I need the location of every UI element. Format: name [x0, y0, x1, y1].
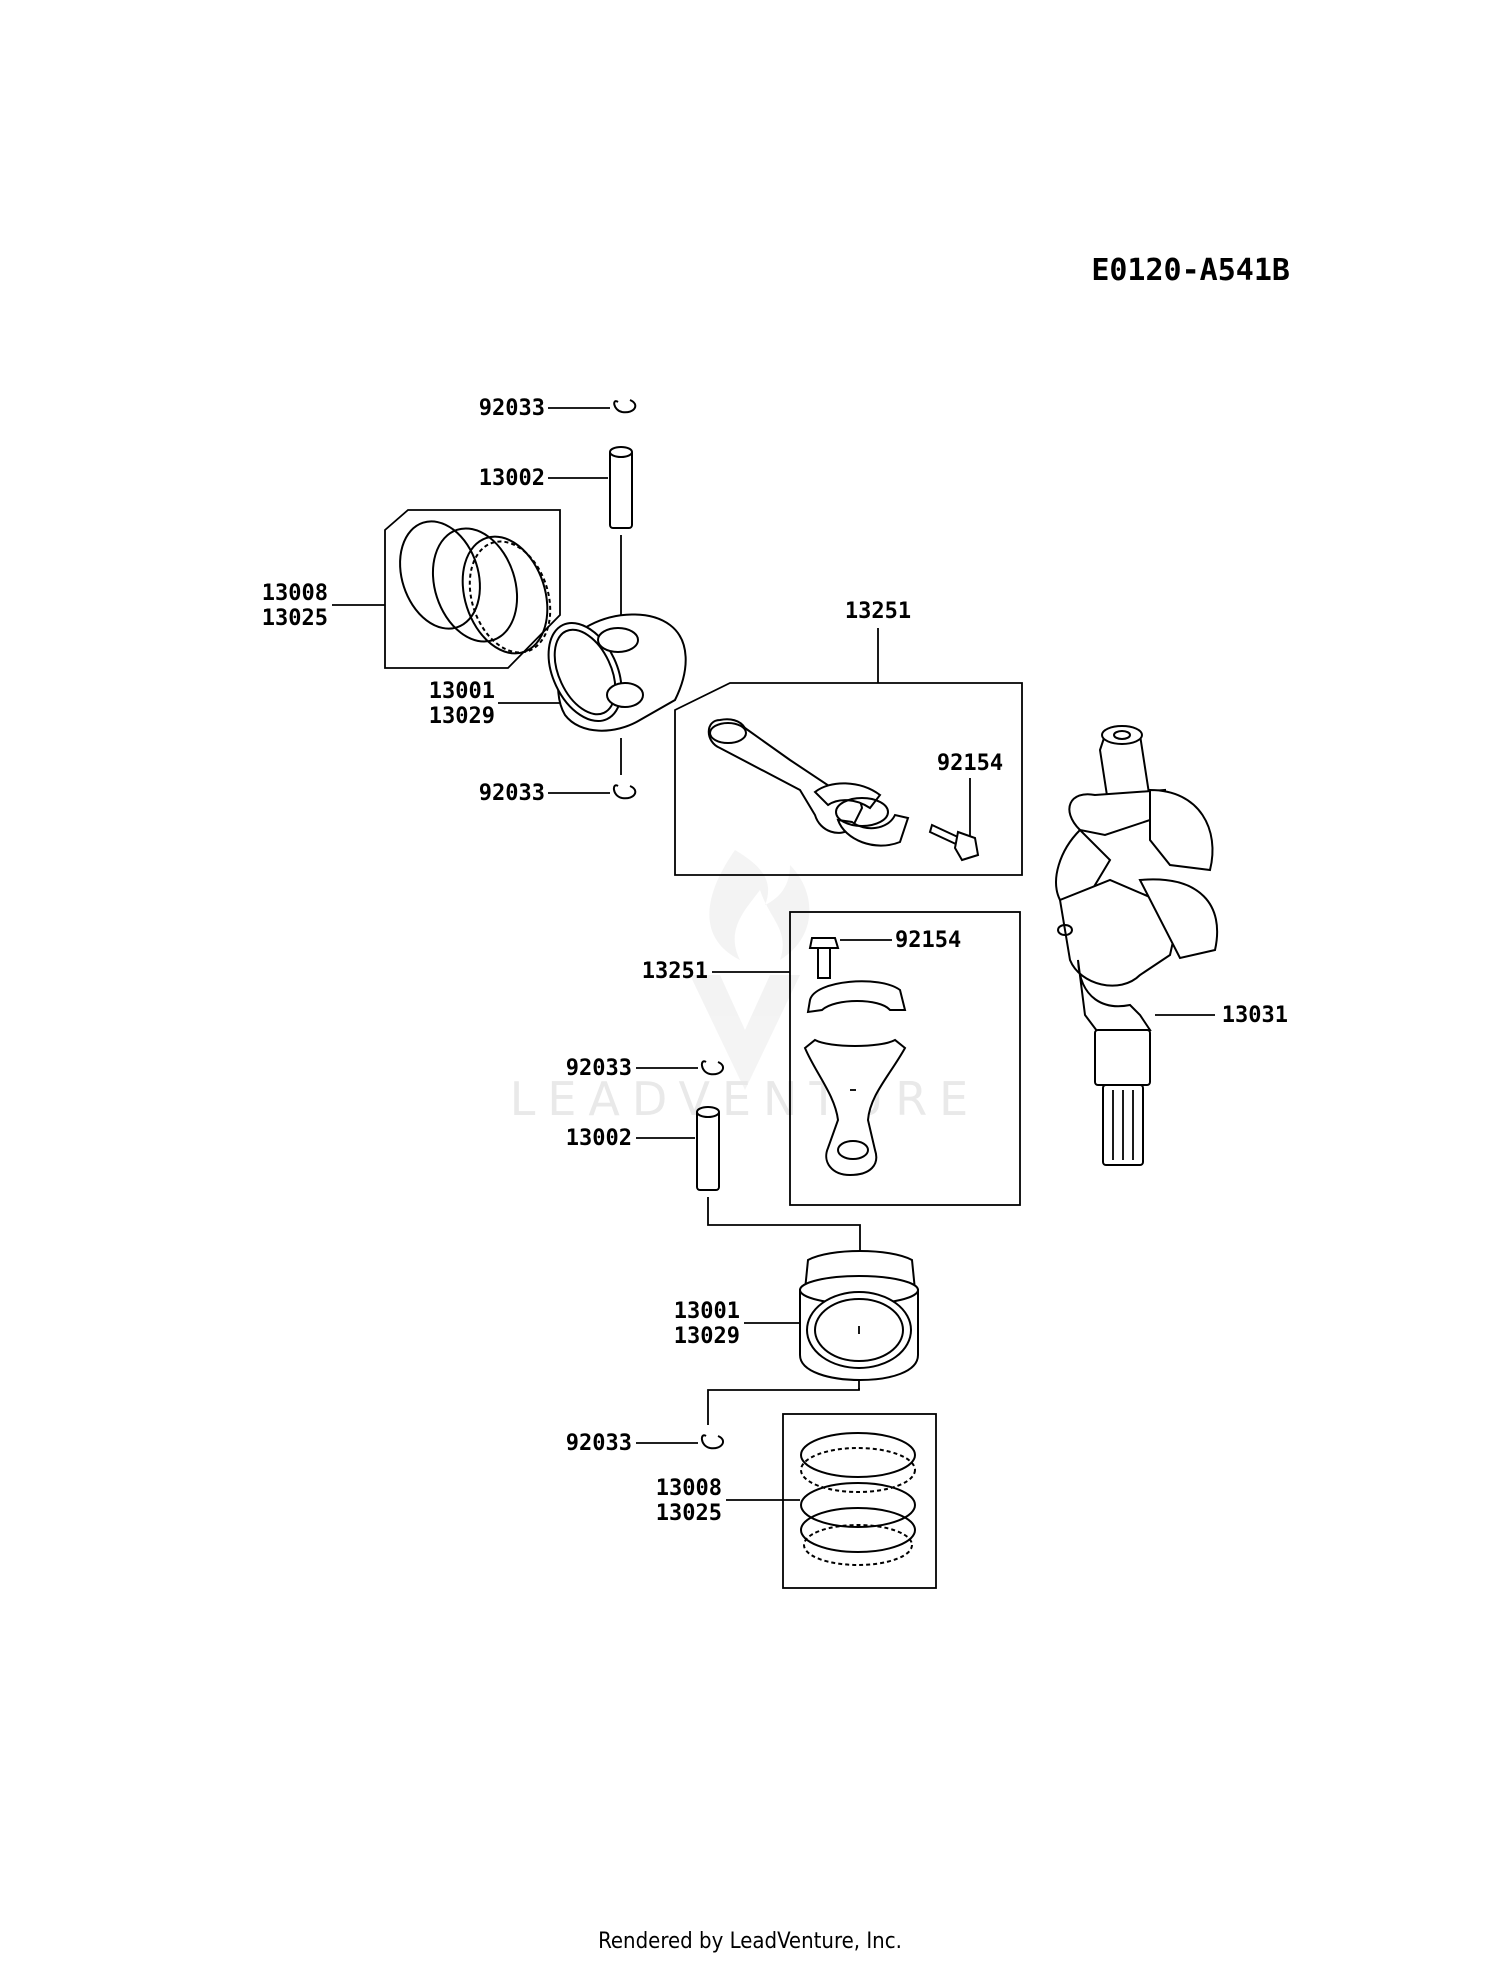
callout-label: 13029	[674, 1324, 740, 1349]
piston-rings-bottom[interactable]: 13008 13025	[656, 1413, 937, 1589]
circlip-top-upper[interactable]: 92033	[479, 396, 637, 421]
circlip-icon	[700, 1434, 725, 1450]
diagram-code: E0120-A541B	[1091, 253, 1290, 288]
callout-label: 92033	[566, 1431, 632, 1456]
piston-pin-bottom[interactable]: 13002	[566, 1106, 861, 1255]
watermark-text: LEADVENTURE	[510, 1072, 981, 1126]
crankshaft[interactable]: 13031	[1055, 725, 1288, 1166]
callout-label: 13002	[479, 466, 545, 491]
callout-label: 13251	[845, 599, 911, 624]
circlip-bottom-lower[interactable]: 92033	[566, 1431, 725, 1456]
rod-bolt-bottom[interactable]: 92154	[808, 928, 961, 979]
callout-label: 13029	[429, 704, 495, 729]
circlip-top-lower[interactable]: 92033	[479, 738, 637, 806]
callout-label: 13002	[566, 1126, 632, 1151]
callout-label: 92033	[566, 1056, 632, 1081]
piston-rings-top[interactable]: 13008 13025	[262, 509, 564, 669]
callout-label: 13025	[656, 1501, 722, 1526]
connecting-rod-assy-top[interactable]: 13251	[674, 599, 1023, 876]
callout-label: 13251	[642, 959, 708, 984]
circlip-icon	[700, 1060, 725, 1076]
callout-label: 13001	[429, 679, 495, 704]
piston-bottom[interactable]: 13001 13029	[674, 1250, 919, 1425]
callout-label: 92033	[479, 396, 545, 421]
circlip-bottom-upper[interactable]: 92033	[566, 1056, 725, 1081]
connecting-rod-assy-bottom[interactable]: 13251	[642, 911, 1021, 1206]
callout-label: 13008	[656, 1476, 722, 1501]
piston-top[interactable]: 13001 13029	[429, 611, 687, 732]
piston-pin-top[interactable]: 13002	[479, 446, 633, 625]
callout-label: 92033	[479, 781, 545, 806]
callout-label: 13008	[262, 581, 328, 606]
circlip-icon	[612, 784, 637, 800]
leadventure-watermark-logo	[690, 850, 810, 1090]
callout-label: 13031	[1222, 1003, 1288, 1028]
circlip-icon	[613, 399, 637, 414]
footer-credit: Rendered by LeadVenture, Inc.	[598, 1929, 902, 1954]
callout-label: 13025	[262, 606, 328, 631]
callout-label: 92154	[937, 751, 1003, 776]
callout-label: 13001	[674, 1299, 740, 1324]
callout-label: 92154	[895, 928, 961, 953]
rod-bolt-top[interactable]: 92154	[928, 751, 1003, 862]
